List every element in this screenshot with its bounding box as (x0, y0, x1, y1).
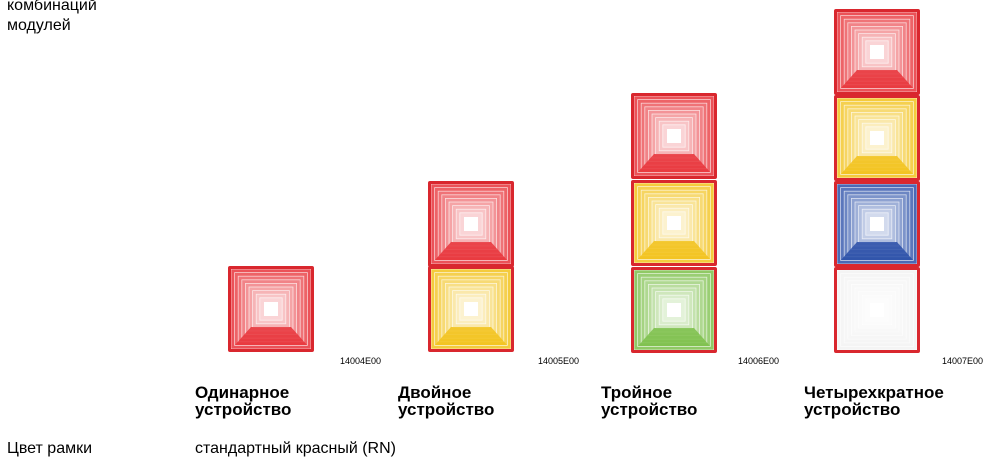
module-red (631, 93, 717, 179)
caption-line1: Тройное (601, 383, 673, 402)
lens-graphic (634, 183, 714, 263)
caption-line1: Двойное (398, 383, 472, 402)
caption-line2: устройство (601, 400, 698, 419)
combinations-label-line1: комбинаций (7, 0, 97, 14)
frame-color-label: Цвет рамки (7, 440, 93, 457)
device-caption: Тройное устройство (601, 384, 697, 418)
lens-graphic (431, 184, 511, 264)
lens-graphic (837, 12, 917, 92)
caption-line1: Четырехкратное (804, 383, 944, 402)
lens-graphic (837, 98, 917, 178)
module-red (228, 266, 314, 352)
module-green (631, 267, 717, 353)
module-yellow (631, 180, 717, 266)
module-white (834, 267, 920, 353)
module-blue (834, 181, 920, 267)
lens-graphic (634, 96, 714, 176)
module-red (428, 181, 514, 267)
device-code: 14007E00 (942, 356, 984, 366)
frame-color-value: стандартный красный (RN) (195, 440, 396, 457)
device-caption: Одинарное устройство (195, 384, 291, 418)
caption-line2: устройство (398, 400, 495, 419)
device-caption: Двойное устройство (398, 384, 494, 418)
caption-line2: устройство (195, 400, 292, 419)
lens-graphic (837, 184, 917, 264)
lens-graphic (231, 269, 311, 349)
lens-graphic (837, 270, 917, 350)
caption-line1: Одинарное (195, 383, 290, 402)
module-yellow (428, 266, 514, 352)
device-code: 14006E00 (738, 356, 780, 366)
device-caption: Четырехкратное устройство (804, 384, 944, 418)
combinations-label-line2: модулей (7, 17, 71, 34)
lens-graphic (431, 269, 511, 349)
lens-graphic (634, 270, 714, 350)
module-yellow (834, 95, 920, 181)
device-code: 14005E00 (538, 356, 580, 366)
combinations-label: комбинаций модулей (7, 0, 97, 36)
device-code: 14004E00 (340, 356, 382, 366)
module-red (834, 9, 920, 95)
caption-line2: устройство (804, 400, 901, 419)
